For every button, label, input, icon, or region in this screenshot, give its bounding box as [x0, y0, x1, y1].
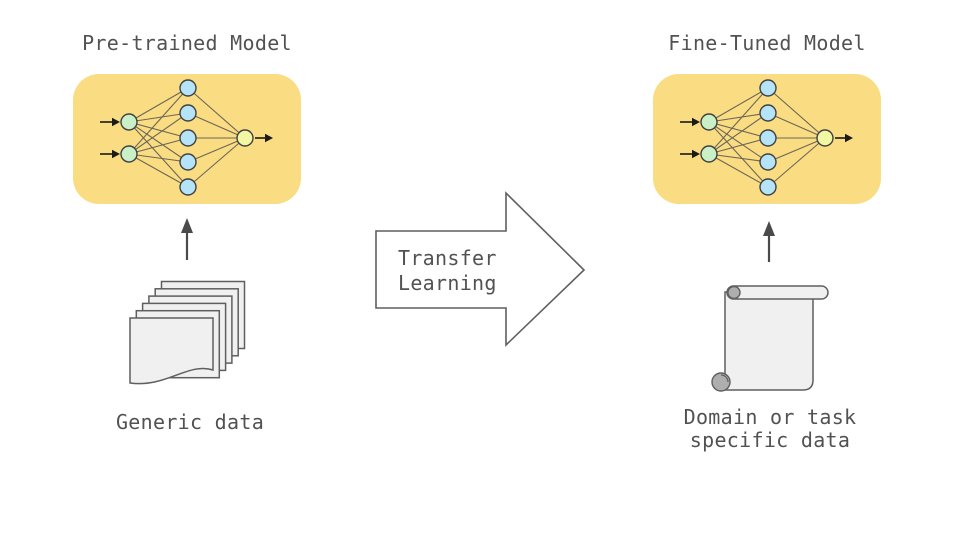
nn-edge	[187, 112, 246, 139]
hidden-node	[179, 79, 197, 97]
nn-edge	[708, 153, 769, 163]
hidden-node	[759, 79, 777, 97]
right-arrow-shape	[375, 191, 586, 347]
nn-edge	[128, 112, 189, 155]
up-arrow-head	[181, 218, 193, 233]
nn-edge	[708, 87, 769, 155]
nn-edge	[128, 112, 189, 123]
input-node	[120, 145, 138, 163]
nn-edge	[708, 112, 769, 123]
nn-edge	[708, 121, 769, 163]
scroll-body	[724, 291, 814, 391]
scroll-top-curl	[727, 285, 741, 300]
nn-edge	[187, 137, 246, 188]
nn-edge	[128, 137, 189, 155]
scroll-bottom-curl-detail	[720, 374, 729, 383]
nn-edge	[708, 112, 769, 155]
domain-data-label-line1: Domain or task	[683, 405, 857, 429]
neural-network-icon	[100, 79, 273, 196]
scroll-icon	[711, 285, 829, 392]
hidden-node	[179, 178, 197, 196]
scroll-bottom-curl	[711, 372, 731, 392]
up-arrow-icon	[763, 221, 775, 262]
finetuned-model-title: Fine-Tuned Model	[668, 31, 866, 55]
nn-edge	[708, 87, 769, 123]
up-arrow-head	[763, 221, 775, 236]
domain-data-label: Domain or task specific data	[670, 406, 870, 452]
input-node	[700, 113, 718, 131]
hidden-node	[179, 104, 197, 122]
transfer-label-line2: Learning	[398, 271, 497, 295]
hidden-node	[179, 153, 197, 171]
nn-edge	[767, 137, 826, 163]
transfer-label-line1: Transfer	[398, 246, 497, 270]
nn-edge	[708, 153, 769, 188]
output-arrow-head	[265, 133, 273, 143]
finetuned-model-box	[653, 74, 881, 204]
hidden-node	[759, 178, 777, 196]
nn-edge	[128, 121, 189, 188]
hidden-node	[759, 104, 777, 122]
neural-network-icon	[680, 79, 853, 196]
transfer-learning-arrow: Transfer Learning	[375, 191, 586, 347]
hidden-node	[179, 129, 197, 147]
generic-data-label: Generic data	[115, 410, 265, 434]
documents-stack-icon	[129, 280, 246, 385]
domain-data-label-line2: specific data	[689, 428, 851, 452]
input-arrow-head	[692, 117, 700, 127]
input-arrow-head	[692, 149, 700, 159]
nn-edge	[187, 87, 246, 139]
input-arrow-head	[112, 117, 120, 127]
input-node	[120, 113, 138, 131]
nn-edge	[187, 137, 246, 163]
nn-edge	[128, 121, 189, 139]
scroll-top-roll	[726, 285, 829, 300]
nn-edge	[128, 121, 189, 163]
hidden-node	[759, 129, 777, 147]
up-arrow-icon	[181, 218, 193, 260]
output-node	[236, 129, 254, 147]
pretrained-model-box	[73, 74, 301, 204]
hidden-node	[759, 153, 777, 171]
nn-edge	[708, 121, 769, 139]
nn-edge	[767, 112, 826, 139]
input-node	[700, 145, 718, 163]
nn-edge	[128, 153, 189, 163]
nn-edge	[128, 153, 189, 188]
nn-edge	[708, 121, 769, 188]
nn-edge	[767, 137, 826, 188]
pretrained-model-title: Pre-trained Model	[82, 31, 292, 55]
nn-edge	[128, 87, 189, 123]
output-node	[816, 129, 834, 147]
nn-edge	[708, 137, 769, 155]
nn-edge	[128, 87, 189, 155]
nn-edge	[767, 87, 826, 139]
document-front-page	[129, 317, 214, 385]
output-arrow-head	[845, 133, 853, 143]
input-arrow-head	[112, 149, 120, 159]
